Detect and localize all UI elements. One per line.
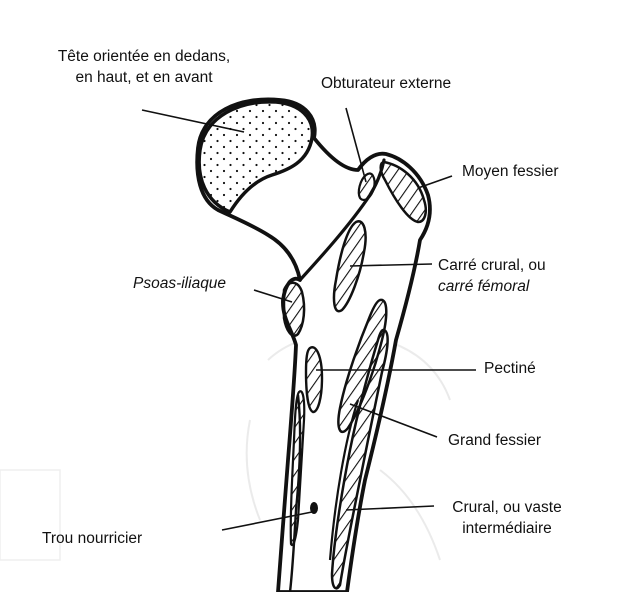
label-tete-line1: Tête orientée en dedans, <box>24 46 264 67</box>
psoas-iliaque-area <box>284 283 304 336</box>
label-carre-line1: Carré crural, ou <box>438 255 546 276</box>
label-obturateur: Obturateur externe <box>321 73 451 94</box>
label-crural: Crural, ou vaste intermédiaire <box>432 497 582 539</box>
label-crural-line2: intermédiaire <box>432 518 582 539</box>
label-grand-fessier: Grand fessier <box>448 430 541 451</box>
label-psoas-iliaque: Psoas-iliaque <box>133 273 226 294</box>
label-pectine: Pectiné <box>484 358 536 379</box>
label-carre-crural: Carré crural, ou carré fémoral <box>438 255 546 297</box>
label-carre-line2: carré fémoral <box>438 276 546 297</box>
label-moyen-fessier: Moyen fessier <box>462 161 558 182</box>
label-crural-line1: Crural, ou vaste <box>432 497 582 518</box>
label-tete-line2: en haut, et en avant <box>24 67 264 88</box>
label-tete: Tête orientée en dedans, en haut, et en … <box>24 46 264 88</box>
pectine-area <box>306 347 322 412</box>
label-trou-nourricier: Trou nourricier <box>42 528 142 549</box>
